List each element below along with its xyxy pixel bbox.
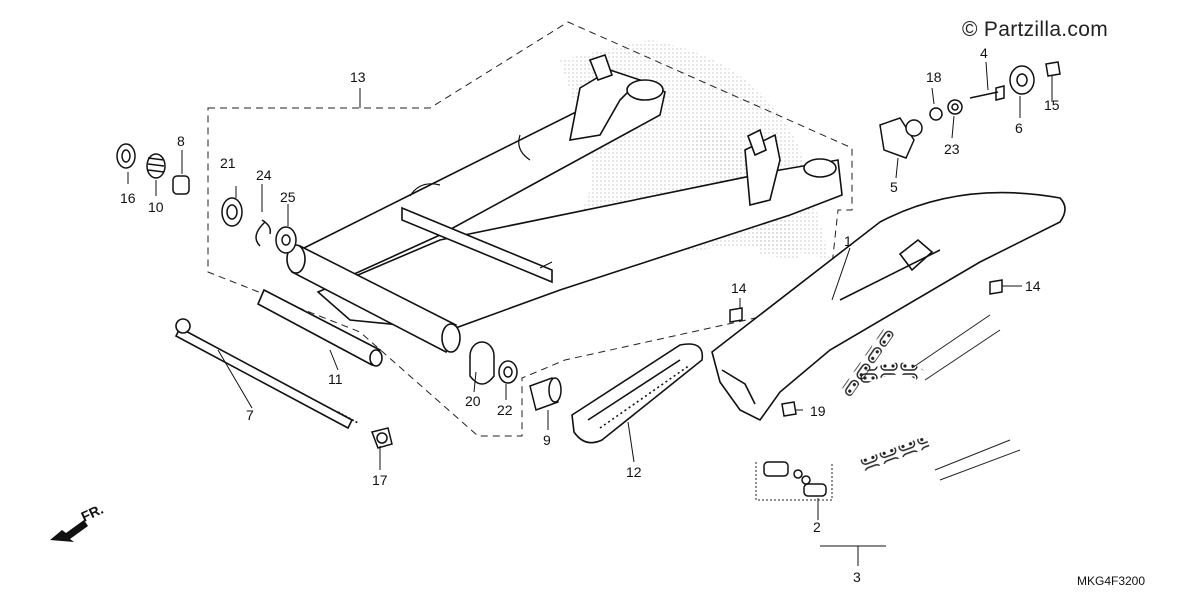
callout-3: 3 xyxy=(853,569,861,585)
callout-1: 1 xyxy=(844,233,852,249)
swingarm-detail xyxy=(409,134,553,269)
chain-slider xyxy=(571,343,704,444)
joint-kit-bracket xyxy=(755,462,833,501)
callout-8: 8 xyxy=(177,133,185,149)
callout-20: 20 xyxy=(465,393,481,409)
swingarm xyxy=(286,53,843,354)
drive-chain xyxy=(840,314,1021,481)
callout-6: 6 xyxy=(1015,120,1023,136)
diagram-code: MKG4F3200 xyxy=(1077,574,1146,588)
callout-2: 2 xyxy=(813,519,821,535)
callout-4: 4 xyxy=(980,45,988,61)
callout-10: 10 xyxy=(148,199,164,215)
callout-17: 17 xyxy=(372,472,388,488)
callout-24: 24 xyxy=(256,167,272,183)
callout-25: 25 xyxy=(280,189,296,205)
callout-5: 5 xyxy=(890,179,898,195)
callout-23: 23 xyxy=(944,141,960,157)
front-direction-indicator: FR. xyxy=(50,501,106,542)
callout-18: 18 xyxy=(926,69,942,85)
callout-15: 15 xyxy=(1044,97,1060,113)
callout-13: 13 xyxy=(350,69,366,85)
leader-lines xyxy=(127,61,1053,566)
front-arrow-icon xyxy=(50,520,88,542)
callout-14-top: 14 xyxy=(731,280,747,296)
chain-case xyxy=(711,191,1066,422)
callout-numbers: 1 2 3 4 5 6 7 8 9 10 11 12 13 14 14 15 1… xyxy=(120,45,1060,585)
callout-16: 16 xyxy=(120,190,136,206)
callout-22: 22 xyxy=(497,402,513,418)
swingarm-assembly-boundary xyxy=(207,21,853,437)
small-parts xyxy=(116,61,1061,497)
callout-14-right: 14 xyxy=(1025,278,1041,294)
pivot-collar xyxy=(256,288,383,367)
callout-7: 7 xyxy=(246,407,254,423)
front-label: FR. xyxy=(79,501,106,525)
callout-21: 21 xyxy=(220,155,236,171)
callout-12: 12 xyxy=(626,464,642,480)
watermark: © Partzilla.com xyxy=(962,18,1109,41)
callout-19: 19 xyxy=(810,403,826,419)
callout-9: 9 xyxy=(543,432,551,448)
callout-11: 11 xyxy=(328,371,343,387)
